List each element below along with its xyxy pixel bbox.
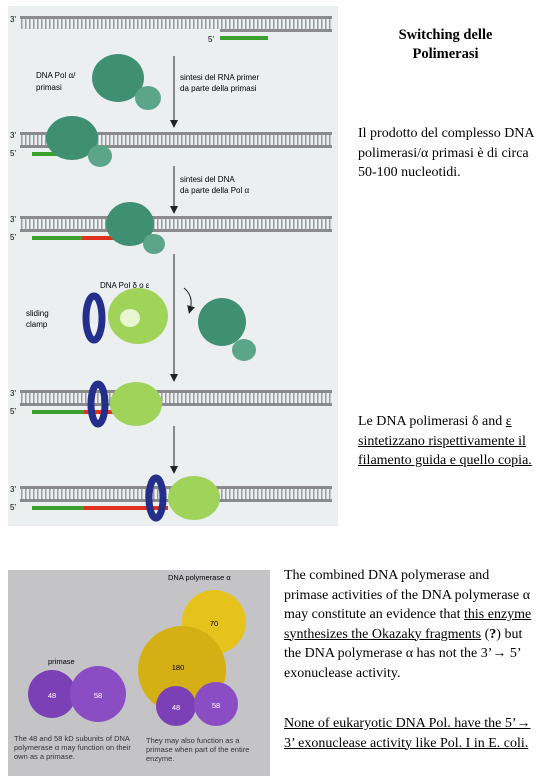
subunit-58-left: 58 bbox=[70, 666, 126, 722]
label-clamp: clamp bbox=[26, 320, 48, 329]
subunit-58-right: 58 bbox=[194, 682, 238, 726]
label-dna-polymerase-alpha: DNA polymerase α bbox=[168, 573, 231, 582]
paragraph-delta-epsilon: Le DNA polimerasi δ and ε sintetizzano r… bbox=[358, 414, 532, 468]
svg-text:3': 3' bbox=[10, 485, 16, 494]
pol-delta-enzyme-3 bbox=[168, 476, 220, 520]
label-pol-alpha: DNA Pol α/ bbox=[36, 71, 76, 80]
dna-duplex-1: 3' 5' bbox=[10, 15, 332, 44]
pol-delta-enzyme-1 bbox=[108, 288, 168, 344]
label-sliding: sliding bbox=[26, 309, 49, 318]
step1-label-line2: da parte della primasi bbox=[180, 84, 257, 93]
svg-text:48: 48 bbox=[48, 691, 56, 700]
caption-right: They may also function as a primase when… bbox=[146, 736, 250, 763]
svg-text:58: 58 bbox=[94, 691, 102, 700]
svg-text:70: 70 bbox=[210, 619, 218, 628]
paragraph-complex-size: Il prodotto del complesso DNA polimerasi… bbox=[358, 126, 534, 180]
end-5-label: 5' bbox=[208, 35, 214, 44]
rna-primer bbox=[220, 36, 268, 40]
label-primasi: primasi bbox=[36, 83, 62, 92]
svg-text:58: 58 bbox=[212, 701, 220, 710]
step2-label-line1: sintesi del DNA bbox=[180, 175, 235, 184]
svg-text:3': 3' bbox=[10, 131, 16, 140]
pol-alpha-primase-enzyme-3 bbox=[106, 202, 165, 254]
pol-alpha-primase-enzyme-1 bbox=[92, 54, 161, 110]
sliding-clamp-3 bbox=[145, 474, 167, 522]
svg-text:5': 5' bbox=[10, 233, 16, 242]
svg-text:3': 3' bbox=[10, 389, 16, 398]
new-dna-strand bbox=[82, 236, 126, 240]
slide-title: Switching delle Polimerasi bbox=[398, 27, 493, 62]
svg-text:5': 5' bbox=[10, 503, 16, 512]
subunit-48-right: 48 bbox=[156, 686, 196, 726]
pol-delta-enzyme-2 bbox=[110, 382, 162, 426]
dna-duplex-4: 3' 5' bbox=[10, 389, 332, 418]
caption-left: The 48 and 58 kD subunits of DNA polymer… bbox=[14, 734, 131, 761]
subunit-48-left: 48 bbox=[28, 670, 76, 718]
label-primase: primase bbox=[48, 657, 75, 666]
svg-text:48: 48 bbox=[172, 703, 180, 712]
polymerase-switching-diagram: 3' 5' DNA Pol α/ primasi sintesi del RNA… bbox=[8, 6, 338, 526]
svg-text:5': 5' bbox=[10, 149, 16, 158]
paragraph-exonuclease: None of eukaryotic DNA Pol. have the 5’→… bbox=[284, 716, 531, 751]
pol-alpha-primase-enzyme-2 bbox=[46, 116, 112, 167]
pol-alpha-subunits-figure: DNA polymerase α primase 70 180 48 58 48… bbox=[8, 570, 270, 776]
step2-label-line2: da parte della Pol α bbox=[180, 186, 249, 195]
sliding-clamp bbox=[82, 292, 106, 344]
end-3-label: 3' bbox=[10, 15, 16, 24]
pol-alpha-released bbox=[198, 298, 256, 361]
svg-text:180: 180 bbox=[172, 663, 185, 672]
svg-text:3': 3' bbox=[10, 215, 16, 224]
label-pol-delta-epsilon: DNA Pol δ o ε bbox=[100, 281, 150, 290]
release-arrow bbox=[183, 287, 195, 314]
sliding-clamp-2 bbox=[87, 380, 109, 428]
dna-duplex-3: 3' 5' bbox=[10, 215, 332, 244]
step1-label-line1: sintesi del RNA primer bbox=[180, 73, 259, 82]
paragraph-primase-activity: The combined DNA polymerase and primase … bbox=[284, 568, 532, 681]
svg-text:5': 5' bbox=[10, 407, 16, 416]
